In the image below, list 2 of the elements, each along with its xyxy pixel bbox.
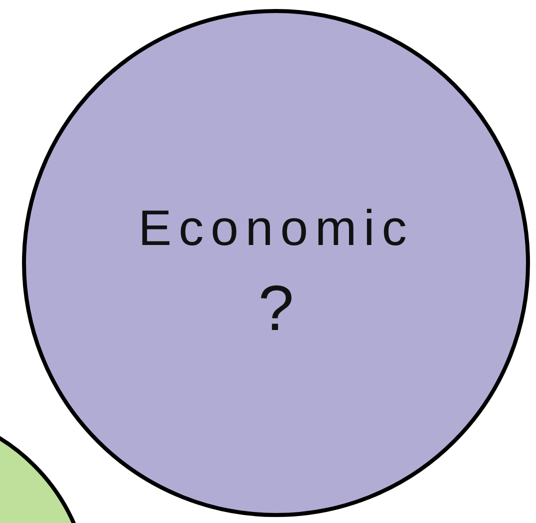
question-mark: ? — [257, 271, 295, 345]
circle-label: Economic — [137, 199, 415, 257]
